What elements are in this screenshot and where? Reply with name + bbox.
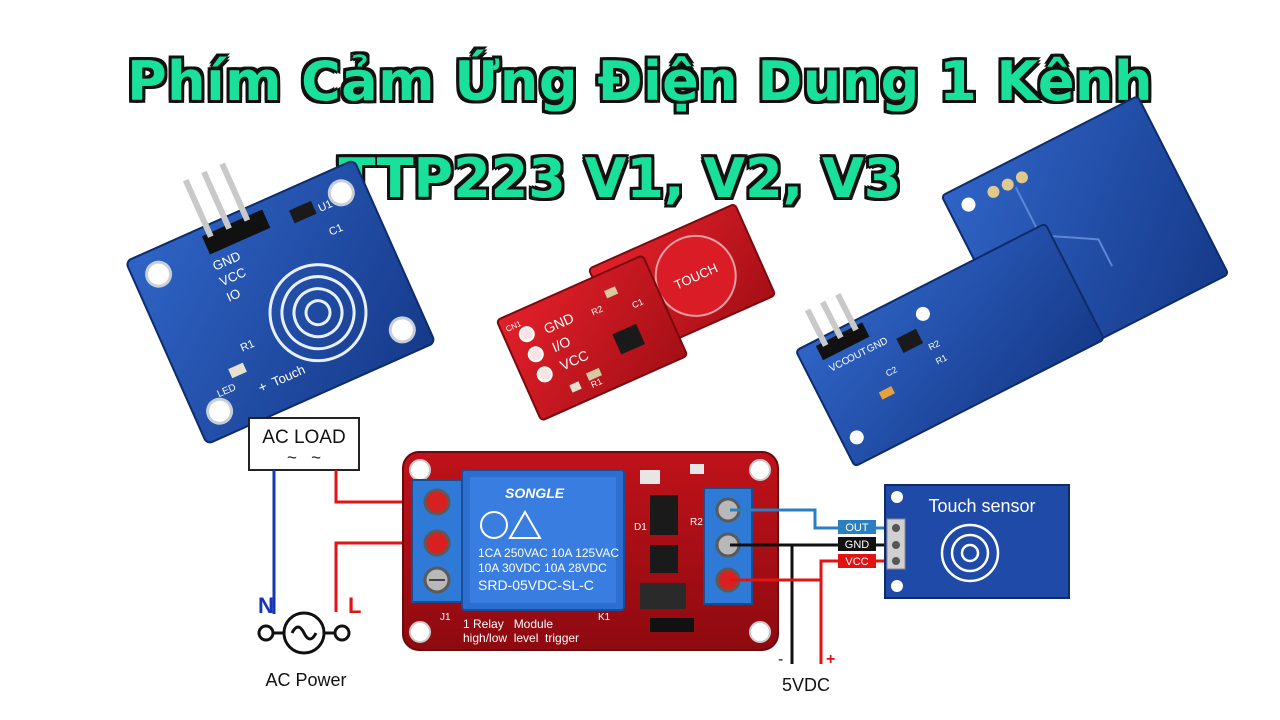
relay-footer-left: 1 Relay Module — [463, 617, 553, 631]
mark-r2-relay: R2 — [690, 517, 703, 528]
mark-r2-v3: R2 — [927, 338, 942, 352]
jumper-header — [650, 618, 694, 632]
ac-power-symbol — [257, 611, 351, 655]
dc-label: 5VDC — [782, 675, 830, 695]
ac-load-box: AC LOAD ~ ~ — [248, 417, 360, 471]
mark-r1-v2: R1 — [589, 376, 604, 390]
terminal-left — [411, 479, 465, 603]
mark-c1-v2: C1 — [630, 297, 645, 311]
led — [228, 362, 247, 379]
relay-footer-right: high/low level trigger — [463, 631, 579, 645]
pin-label-io-v2: I/O — [549, 333, 573, 355]
ac-load-label: AC LOAD — [262, 427, 345, 448]
pin-tag-gnd-label: GND — [845, 539, 870, 551]
relay-board: SONGLE 1CA 250VAC 10A 125VAC 10A 30VDC 1… — [402, 451, 779, 651]
touch-sensor-label: Touch sensor — [928, 496, 1035, 516]
module-v3-board: VCC OUT GND C2 R2 R1 — [796, 223, 1104, 467]
mark-u1: U1 — [317, 198, 335, 215]
title-line-2: TTP223 V1, V2, V3 — [338, 147, 902, 210]
smd-r2 — [585, 367, 602, 381]
pin-tag-vcc: VCC — [838, 554, 876, 568]
smd-component — [640, 470, 660, 484]
module-v2-board: GND I/O VCC R1 R2 C1 CN1 — [496, 255, 688, 421]
mark-r1: R1 — [239, 338, 257, 355]
optocoupler — [640, 583, 686, 609]
relay-line-2: 10A 30VDC 10A 28VDC — [478, 561, 607, 575]
touch-sensor-rings — [940, 523, 1000, 583]
label-n: N — [258, 593, 274, 618]
mark-c1: C1 — [327, 222, 345, 239]
pin-header-v3 — [804, 293, 870, 361]
relay-component: SONGLE 1CA 250VAC 10A 125VAC 10A 30VDC 1… — [461, 469, 625, 611]
pin-header-v1 — [182, 162, 271, 255]
mark-r2-v2: R2 — [590, 304, 605, 318]
touch-sensor-module: Touch sensor — [884, 484, 1070, 599]
diode — [650, 545, 678, 573]
mark-d1-relay: D1 — [634, 522, 647, 533]
dc-plus: + — [826, 651, 835, 668]
relay-brand: SONGLE — [505, 485, 565, 501]
pin-tag-out-label: OUT — [845, 522, 869, 534]
transistor — [650, 495, 678, 535]
chip-ttp223-v3 — [896, 328, 924, 353]
smd-r1 — [603, 286, 619, 299]
chip-u1 — [289, 200, 317, 224]
module-v1: GND VCC IO U1 C1 R1 LED + Touch — [126, 160, 435, 444]
mark-r1-v3: R1 — [934, 352, 949, 366]
led-relay — [690, 464, 704, 474]
pin-tag-vcc-label: VCC — [845, 556, 868, 568]
title-line-1: Phím Cảm Ứng Điện Dung 1 Kênh — [127, 50, 1153, 113]
touch-pad-rings — [268, 263, 368, 363]
pin-tag-out: OUT — [838, 520, 876, 534]
led-v3 — [878, 386, 895, 400]
label-l: L — [348, 593, 361, 618]
dc-minus: - — [778, 651, 783, 668]
mark-k1: K1 — [598, 612, 611, 623]
mark-j1: J1 — [440, 612, 451, 623]
relay-line-1: 1CA 250VAC 10A 125VAC — [478, 546, 619, 560]
pin-label-io: IO — [224, 285, 243, 304]
chip-ttp223-v2 — [612, 323, 646, 355]
ac-load-tilde: ~ ~ — [287, 448, 321, 467]
ac-power-label: AC Power — [265, 670, 346, 690]
led-v2 — [569, 381, 582, 393]
relay-line-3: SRD-05VDC-SL-C — [478, 577, 594, 593]
pin-tag-gnd: GND — [838, 537, 876, 551]
mark-c2-v3: C2 — [884, 364, 899, 378]
